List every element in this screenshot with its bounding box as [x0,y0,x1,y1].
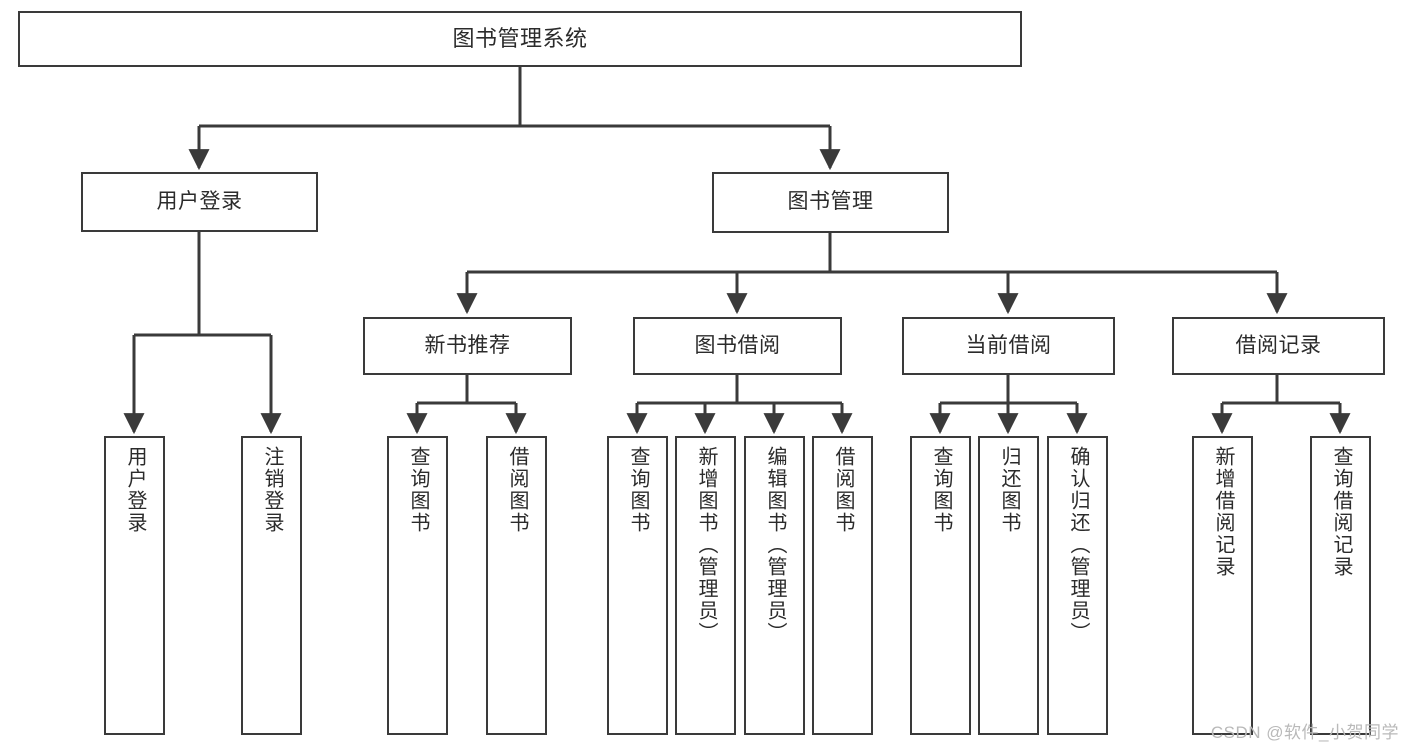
node-root[interactable]: 图书管理系统 [18,11,1022,67]
leaf-borrow-edit-book-label: 编辑图书（管理员） [764,446,786,644]
leaf-current-query-book[interactable]: 查询图书 [910,436,971,735]
node-current-borrow[interactable]: 当前借阅 [902,317,1115,375]
leaf-current-return-book[interactable]: 归还图书 [978,436,1039,735]
node-root-label: 图书管理系统 [452,26,588,52]
node-book-management-label: 图书管理 [787,190,874,214]
node-book-borrow[interactable]: 图书借阅 [633,317,842,375]
leaf-borrow-add-book-label: 新增图书（管理员） [695,446,717,644]
node-user-login-label: 用户登录 [156,189,243,213]
leaf-borrow-query-book[interactable]: 查询图书 [607,436,668,735]
leaf-current-confirm-return-label: 确认归还（管理员） [1067,446,1089,644]
leaf-borrow-borrow-book[interactable]: 借阅图书 [812,436,873,735]
leaf-user-login-signin-label: 用户登录 [124,446,146,534]
leaf-records-query-label: 查询借阅记录 [1330,446,1352,578]
leaf-borrow-edit-book[interactable]: 编辑图书（管理员） [744,436,805,735]
leaf-new-book-borrow[interactable]: 借阅图书 [486,436,547,735]
leaf-borrow-add-book[interactable]: 新增图书（管理员） [675,436,736,735]
leaf-new-book-borrow-label: 借阅图书 [506,446,528,534]
node-user-login[interactable]: 用户登录 [81,172,318,232]
leaf-current-query-book-label: 查询图书 [930,446,952,534]
leaf-new-book-query-label: 查询图书 [407,446,429,534]
leaf-records-query[interactable]: 查询借阅记录 [1310,436,1371,735]
leaf-current-return-book-label: 归还图书 [998,446,1020,534]
leaf-current-confirm-return[interactable]: 确认归还（管理员） [1047,436,1108,735]
node-book-management[interactable]: 图书管理 [712,172,949,233]
node-current-borrow-label: 当前借阅 [965,333,1052,357]
leaf-records-add[interactable]: 新增借阅记录 [1192,436,1253,735]
node-book-borrow-label: 图书借阅 [694,333,781,357]
node-borrow-records-label: 借阅记录 [1235,333,1322,357]
leaf-borrow-query-book-label: 查询图书 [627,446,649,534]
node-new-book-recommend-label: 新书推荐 [424,333,511,357]
leaf-user-login-signout-label: 注销登录 [261,446,283,534]
leaf-user-login-signin[interactable]: 用户登录 [104,436,165,735]
leaf-user-login-signout[interactable]: 注销登录 [241,436,302,735]
leaf-records-add-label: 新增借阅记录 [1212,446,1234,578]
leaf-new-book-query[interactable]: 查询图书 [387,436,448,735]
node-borrow-records[interactable]: 借阅记录 [1172,317,1385,375]
node-new-book-recommend[interactable]: 新书推荐 [363,317,572,375]
leaf-borrow-borrow-book-label: 借阅图书 [832,446,854,534]
